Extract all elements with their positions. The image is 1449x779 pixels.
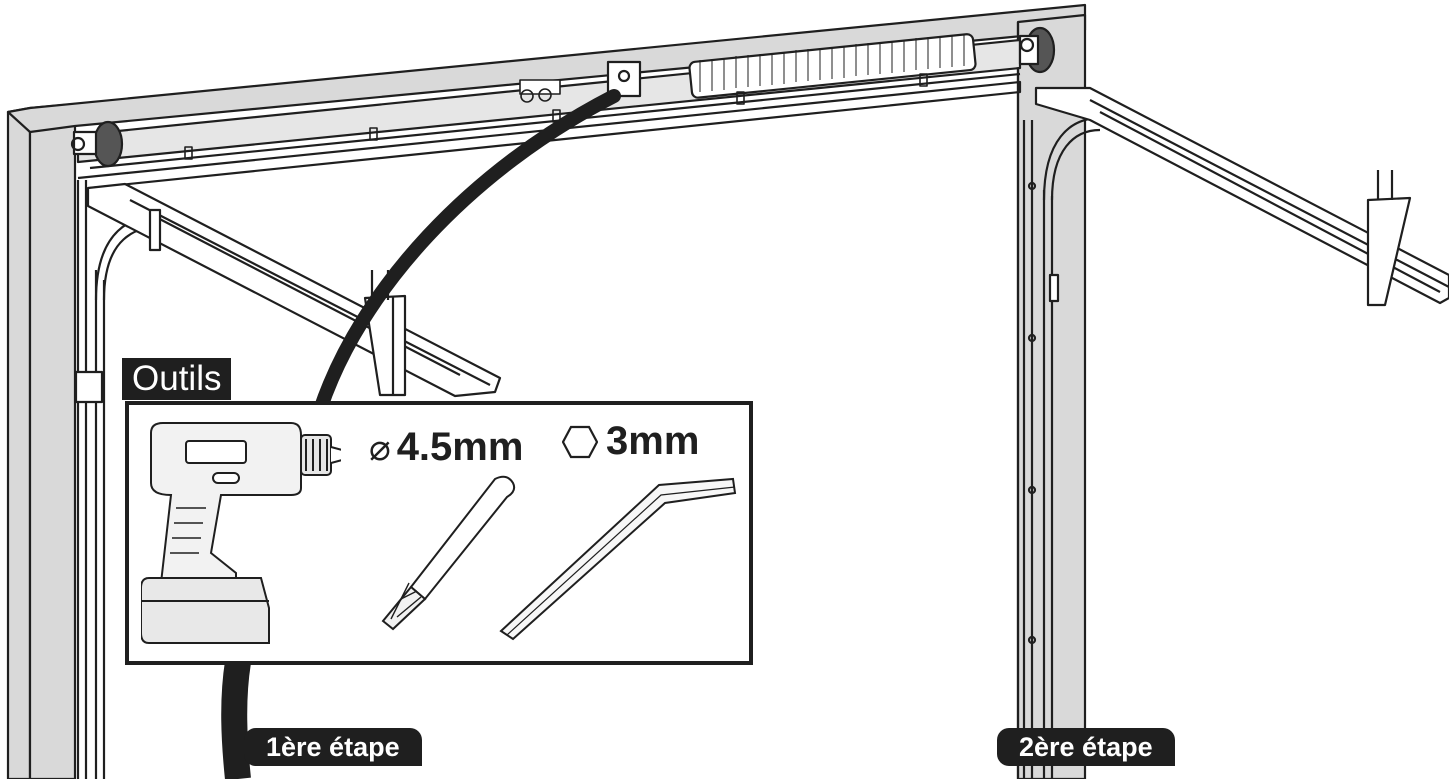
- drill-bit-size-value: 4.5mm: [396, 425, 524, 469]
- left-cable-drum: [70, 120, 124, 168]
- tools-heading: Outils: [122, 358, 232, 400]
- drill-bit-icon: [381, 475, 516, 631]
- step-1-badge: 1ère étape: [244, 728, 422, 766]
- drill-bit-size: ⌀4.5mm: [369, 425, 523, 470]
- diameter-symbol: ⌀: [369, 427, 391, 468]
- callout-leader-bottom: [221, 659, 251, 779]
- left-door-jamb: [6, 106, 32, 779]
- hex-key-icon: [499, 477, 737, 641]
- right-vertical-track: [1022, 116, 1101, 779]
- hex-key-size-value: 3mm: [606, 419, 700, 463]
- right-rear-hanger: [1366, 170, 1412, 307]
- hexagon-icon: [562, 425, 598, 458]
- right-cable-drum: [1018, 26, 1056, 74]
- step-2-badge: 2ère étape: [997, 728, 1175, 766]
- beam-clips: [184, 73, 928, 160]
- cordless-drill-icon: [141, 422, 341, 644]
- tools-panel: ⌀4.5mm 3mm: [125, 401, 753, 665]
- callout-leader-top: [313, 89, 621, 417]
- hex-key-size: 3mm: [562, 419, 699, 464]
- center-bolts: [519, 79, 561, 103]
